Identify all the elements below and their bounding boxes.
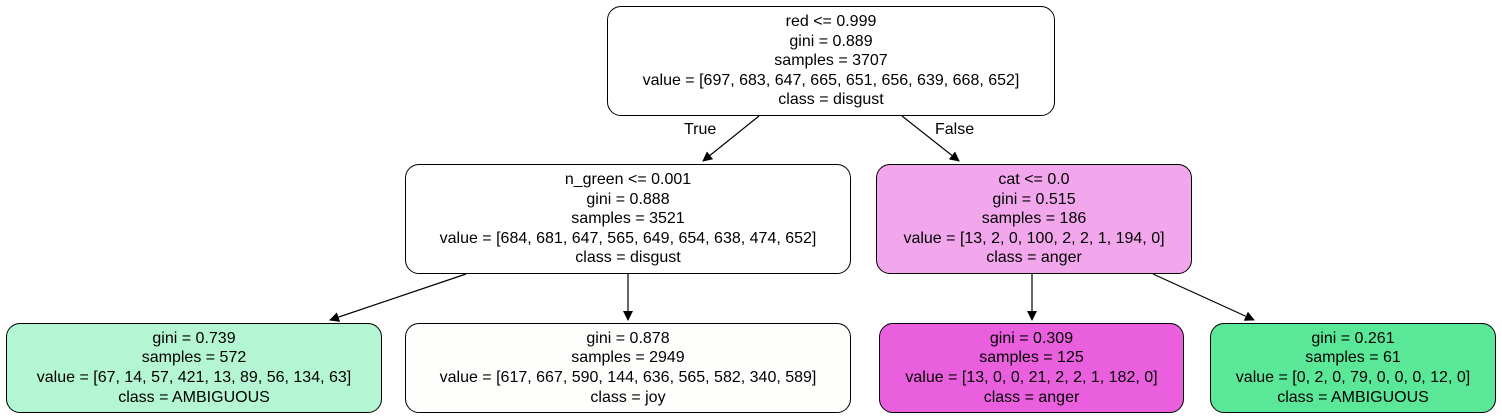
leaf-1-samples: samples = 572: [141, 349, 247, 367]
right-split-class: class = anger: [986, 249, 1082, 267]
edge-right-to-leaf4: [1152, 273, 1255, 321]
root-class: class = disgust: [778, 91, 884, 109]
leaf-4-gini: gini = 0.261: [1311, 329, 1395, 347]
root-gini: gini = 0.889: [789, 32, 873, 50]
leaf-3-samples: samples = 125: [979, 349, 1084, 367]
leaf-2-gini: gini = 0.878: [586, 329, 670, 347]
left-split-value: value = [684, 681, 647, 565, 649, 654, 6…: [439, 229, 817, 247]
leaf-2-value: value = [617, 667, 590, 144, 636, 565, 5…: [439, 369, 817, 386]
right-split-gini: gini = 0.515: [992, 190, 1076, 208]
root-samples: samples = 3707: [774, 52, 888, 70]
edge-label-false: False: [935, 121, 975, 138]
right-split-samples: samples = 186: [981, 210, 1087, 228]
root-value: value = [697, 683, 647, 665, 651, 656, 6…: [642, 71, 1020, 89]
left-split-gini: gini = 0.888: [586, 190, 670, 208]
left-split-samples: samples = 3521: [571, 210, 685, 228]
leaf-4-samples: samples = 61: [1305, 349, 1401, 367]
left-split-node: n_green <= 0.001 gini = 0.888 samples = …: [405, 164, 851, 274]
right-split-condition: cat <= 0.0: [998, 171, 1070, 189]
root-split-condition: red <= 0.999: [785, 13, 877, 31]
leaf-node-2: gini = 0.878 samples = 2949 value = [617…: [405, 323, 851, 413]
leaf-1-value: value = [67, 14, 57, 421, 13, 89, 56, 13…: [36, 369, 352, 386]
left-split-class: class = disgust: [575, 249, 681, 267]
left-split-condition: n_green <= 0.001: [564, 171, 692, 189]
leaf-1-gini: gini = 0.739: [152, 329, 236, 347]
leaf-2-samples: samples = 2949: [571, 349, 685, 367]
leaf-2-class: class = joy: [590, 388, 666, 406]
right-split-node: cat <= 0.0 gini = 0.515 samples = 186 va…: [876, 164, 1192, 274]
leaf-1-class: class = AMBIGUOUS: [118, 388, 270, 406]
edge-label-true: True: [684, 121, 717, 138]
edge-root-to-left: [702, 115, 760, 162]
leaf-3-value: value = [13, 0, 0, 21, 2, 2, 1, 182, 0]: [905, 369, 1158, 386]
edge-left-to-leaf1: [329, 273, 467, 322]
root-node: red <= 0.999 gini = 0.889 samples = 3707…: [607, 6, 1055, 116]
leaf-node-1: gini = 0.739 samples = 572 value = [67, …: [6, 323, 382, 413]
leaf-4-class: class = AMBIGUOUS: [1277, 388, 1429, 406]
leaf-node-3: gini = 0.309 samples = 125 value = [13, …: [879, 323, 1184, 413]
leaf-3-gini: gini = 0.309: [989, 329, 1074, 347]
leaf-4-value: value = [0, 2, 0, 79, 0, 0, 0, 12, 0]: [1235, 369, 1471, 386]
leaf-3-class: class = anger: [983, 388, 1080, 406]
leaf-node-4: gini = 0.261 samples = 61 value = [0, 2,…: [1210, 323, 1496, 413]
edge-root-to-right: [901, 115, 960, 162]
right-split-value: value = [13, 2, 0, 100, 2, 2, 1, 194, 0]: [903, 229, 1165, 247]
